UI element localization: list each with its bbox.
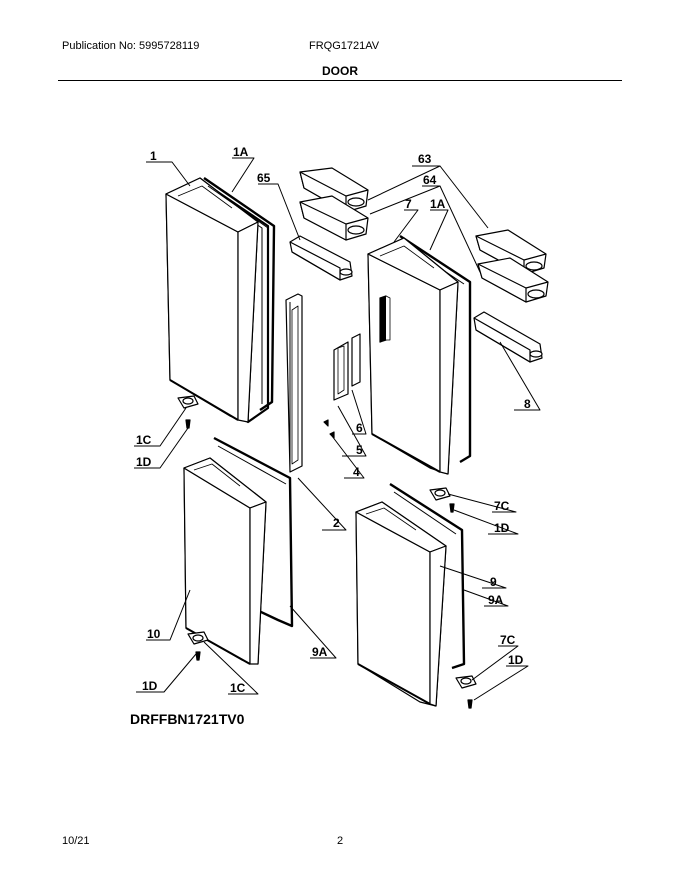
diagram-code: DRFFBN1721TV0 [130,711,245,727]
callout-65: 65 [257,171,271,185]
upper-right-door-part [367,237,459,475]
footer-page-number: 2 [337,835,344,847]
callout-1c-top: 1C [136,433,152,447]
footer-date: 10/21 [62,835,90,847]
callout-7c-bottom: 7C [500,633,516,647]
lower-right-door-part [355,501,447,707]
small-parts-4-5-6 [323,333,361,439]
upper-left-gasket-part [203,177,276,411]
leader-lines [134,157,541,701]
callout-63: 63 [418,152,432,166]
callout-7: 7 [405,197,412,211]
callout-4: 4 [353,465,360,479]
callout-10: 10 [147,627,161,641]
callout-1: 1 [150,149,157,163]
callout-1a-left: 1A [233,145,249,159]
callout-1d-right: 1D [508,653,524,667]
lower-left-door-part [183,457,267,665]
upper-left-hinge-part [177,395,199,429]
callout-2: 2 [333,516,340,530]
lower-left-hinge-part [187,631,209,661]
callout-7c-top: 7C [494,499,510,513]
callout-1d-top: 1D [136,455,152,469]
callout-64: 64 [423,173,437,187]
callout-8: 8 [524,397,531,411]
section-title: DOOR [322,64,358,78]
right-hinges [429,487,477,709]
upper-left-door-part [165,177,270,424]
callout-1d-mid: 1D [494,521,510,535]
callout-6: 6 [356,421,363,435]
center-mullion-part [285,293,303,473]
callout-1a-right: 1A [430,197,446,211]
header-rule [58,80,622,81]
shelf-bin-65 [289,235,353,281]
model-number: FRQG1721AV [309,40,380,52]
callout-5: 5 [356,443,363,457]
lower-right-gasket-part [389,482,466,670]
callout-1c-bottom: 1C [230,681,246,695]
callout-9: 9 [490,575,497,589]
callout-9a-right: 9A [488,593,504,607]
shelf-bin-64-right [477,257,549,303]
callout-1d-bottom: 1D [142,679,158,693]
callout-9a-left: 9A [312,645,328,659]
shelf-bin-8 [473,311,543,363]
publication-number: Publication No: 5995728119 [62,40,200,52]
shelf-bin-64-left [299,195,369,241]
